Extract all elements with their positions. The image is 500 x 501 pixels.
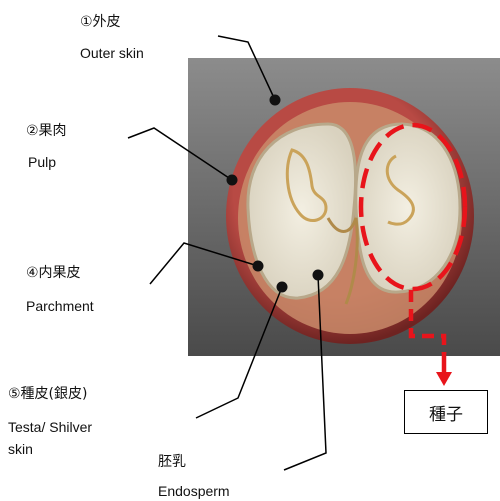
leader-endosperm <box>284 275 326 470</box>
label-parchment-ja: ④内果皮 <box>26 264 81 282</box>
seed-connector <box>411 290 444 354</box>
label-testa-en-line2: skin <box>8 440 33 458</box>
label-outer-skin-en: Outer skin <box>80 44 144 62</box>
label-endosperm-en: Endosperm <box>158 482 230 500</box>
dot-pulp <box>227 175 238 186</box>
seed-highlight-ellipse <box>361 125 465 289</box>
seed-arrow-head <box>436 372 452 386</box>
label-outer-skin-ja: ①外皮 <box>80 13 121 31</box>
leader-testa <box>196 287 282 418</box>
leader-parchment <box>150 243 258 284</box>
leader-outer-skin <box>218 36 275 100</box>
seed-label: 種子 <box>429 400 463 425</box>
seed-label-box: 種子 <box>404 390 488 434</box>
label-testa-ja: ⑤種皮(銀皮) <box>8 385 87 403</box>
label-testa-en-line1: Testa/ Shilver <box>8 418 92 436</box>
leader-pulp <box>128 128 232 180</box>
dot-endosperm <box>313 270 324 281</box>
label-pulp-en: Pulp <box>28 153 56 171</box>
label-endosperm-ja: 胚乳 <box>158 453 186 471</box>
label-pulp-ja: ②果肉 <box>26 122 67 140</box>
dot-testa <box>277 282 288 293</box>
dot-outer-skin <box>270 95 281 106</box>
dot-parchment <box>253 261 264 272</box>
label-parchment-en: Parchment <box>26 297 94 315</box>
